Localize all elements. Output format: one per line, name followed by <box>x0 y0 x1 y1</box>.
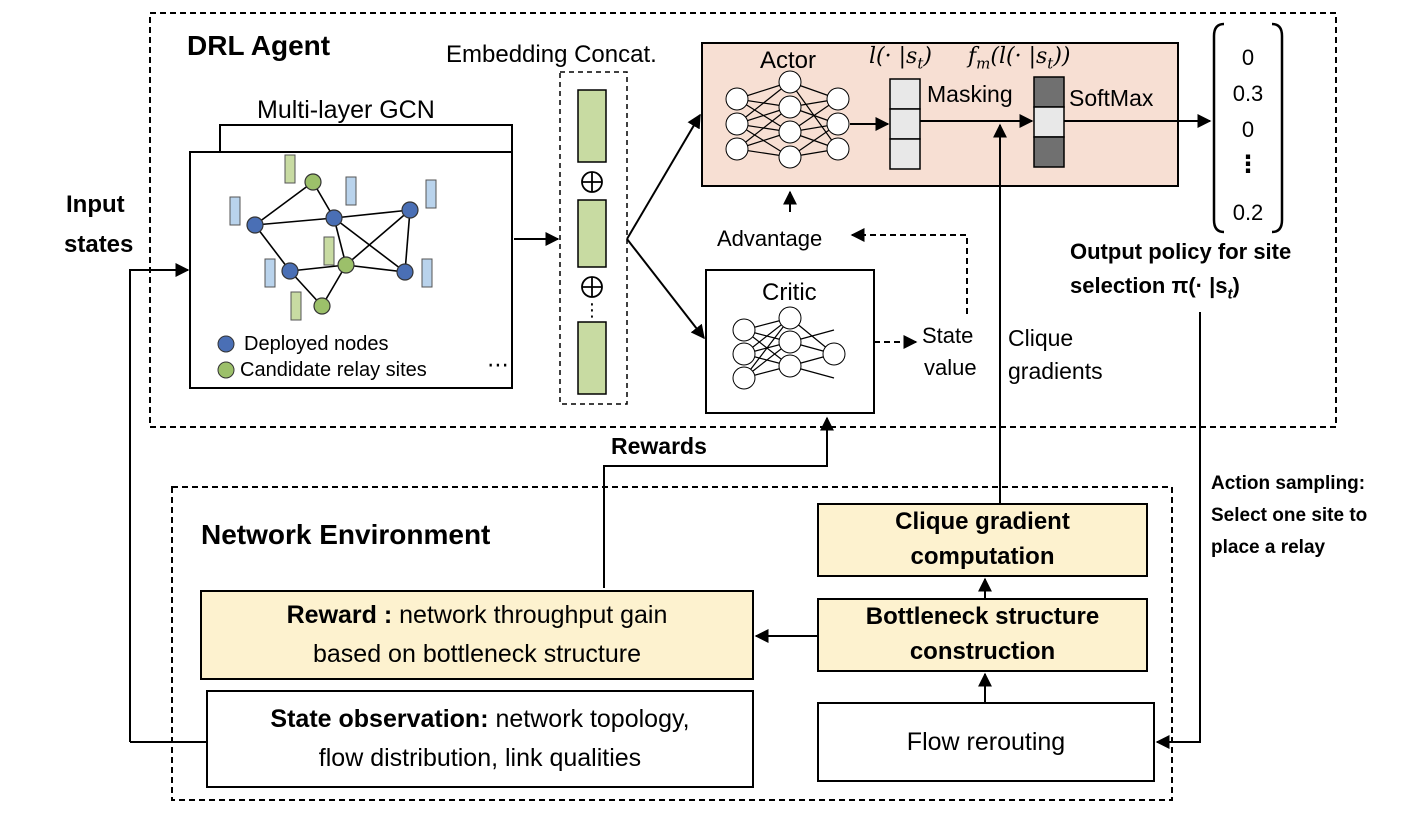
environment-boundary <box>171 486 1173 801</box>
logits-vector <box>889 78 921 170</box>
deployed-node <box>246 216 264 234</box>
legend-deployed-marker <box>217 335 235 353</box>
actor-label: Actor <box>760 47 817 74</box>
legend-candidate-label: Candidate relay sites <box>240 359 427 381</box>
clique-gradients-line2: gradients <box>1008 358 1103 384</box>
output-policy-line2: selection π(· |st) <box>1070 273 1240 303</box>
deployed-node <box>401 201 419 219</box>
flow-rerouting-box: Flow rerouting <box>817 702 1155 782</box>
legend-deployed-label: Deployed nodes <box>244 333 389 355</box>
action-sampling-line3: place a relay <box>1211 537 1326 558</box>
logits-label: l(· |st) <box>869 44 932 73</box>
softmax-label: SoftMax <box>1069 85 1154 111</box>
input-states-line1: Input <box>66 191 125 218</box>
reward-line2: based on bottleneck structure <box>313 640 641 668</box>
advantage-label: Advantage <box>717 226 823 251</box>
rewards-arrow <box>603 416 834 588</box>
state-value-line1: State <box>922 323 974 348</box>
drl-agent-boundary <box>149 12 1337 428</box>
feature-bars <box>229 154 437 321</box>
green-feature-bar <box>290 291 302 321</box>
blue-feature-bar <box>264 258 276 288</box>
masked-vector <box>1033 76 1065 168</box>
clique-computation-line2: computation <box>910 543 1055 570</box>
state-observation-line2: flow distribution, link qualities <box>318 744 642 772</box>
candidate-node <box>337 256 355 274</box>
critic-label: Critic <box>762 279 817 306</box>
policy-ellipsis: ⋮ <box>1236 151 1260 178</box>
state-observation-box: State observation: network topology, flo… <box>206 690 754 788</box>
blue-feature-bar <box>345 176 357 206</box>
state-value-to-advantage-arrow <box>850 228 968 314</box>
reward-line1: Reward : network throughput gain <box>286 601 668 630</box>
environment-title: Network Environment <box>201 519 491 550</box>
embedding-to-critic-arrow <box>626 238 705 340</box>
critic-network-icon <box>732 306 846 390</box>
deployed-node <box>396 263 414 281</box>
legend-candidate-marker <box>217 361 235 379</box>
state-value-line2: value <box>924 355 977 380</box>
drl-agent-title: DRL Agent <box>187 30 331 61</box>
embedding-bar <box>577 321 607 395</box>
rewards-label: Rewards <box>611 433 707 459</box>
gcn-stack: ⋯ <box>189 124 513 389</box>
bottleneck-line1: Bottleneck structure <box>865 603 1100 631</box>
bottleneck-line2: construction <box>909 638 1056 665</box>
candidate-node <box>313 297 331 315</box>
deployed-node <box>281 262 299 280</box>
green-feature-bar <box>323 236 335 266</box>
blue-feature-bar <box>421 258 433 288</box>
policy-value: 0 <box>1241 45 1255 70</box>
masking-label: Masking <box>927 81 1013 107</box>
action-sampling-arrow <box>1155 312 1201 749</box>
bottleneck-construction-box: Bottleneck structure construction <box>817 598 1148 672</box>
blue-feature-bar <box>425 179 437 209</box>
gcn-label: Multi-layer GCN <box>257 96 435 124</box>
state-observation-line1: State observation: network topology, <box>270 705 690 734</box>
flow-rerouting-label: Flow rerouting <box>906 727 1066 756</box>
graph-nodes <box>246 173 419 315</box>
blue-feature-bar <box>229 196 241 226</box>
actor-network-icon <box>725 70 850 169</box>
green-feature-bar <box>284 154 296 184</box>
gcn-more-dots: ⋯ <box>487 352 509 377</box>
masked-label: fm(l(· |st)) <box>968 44 1071 73</box>
policy-value: 0.3 <box>1232 81 1264 106</box>
clique-computation-box: Clique gradient computation <box>817 503 1148 577</box>
action-sampling-line1: Action sampling: <box>1211 473 1366 494</box>
policy-value: 0 <box>1241 117 1255 142</box>
embedding-to-actor-arrow <box>626 113 701 240</box>
input-arrow <box>129 263 190 742</box>
clique-computation-line1: Clique gradient <box>895 508 1070 536</box>
policy-value: 0.2 <box>1232 200 1264 225</box>
policy-bracket <box>1212 22 1284 234</box>
deployed-node <box>325 209 343 227</box>
clique-gradients-line1: Clique <box>1008 325 1074 351</box>
embedding-concat: ⋮ <box>559 71 628 405</box>
concat-more-dots: ⋮ <box>583 300 601 320</box>
embedding-bar <box>577 89 607 163</box>
action-sampling-line2: Select one site to <box>1211 505 1368 526</box>
output-policy-line1: Output policy for site <box>1070 239 1292 264</box>
input-states-line2: states <box>64 231 134 258</box>
connectors <box>129 113 1212 749</box>
candidate-node <box>304 173 322 191</box>
embedding-concat-label: Embedding Concat. <box>446 41 657 68</box>
reward-box: Reward : network throughput gain based o… <box>200 590 754 680</box>
embedding-bar <box>577 199 607 268</box>
concat-plus-icon <box>581 171 603 298</box>
